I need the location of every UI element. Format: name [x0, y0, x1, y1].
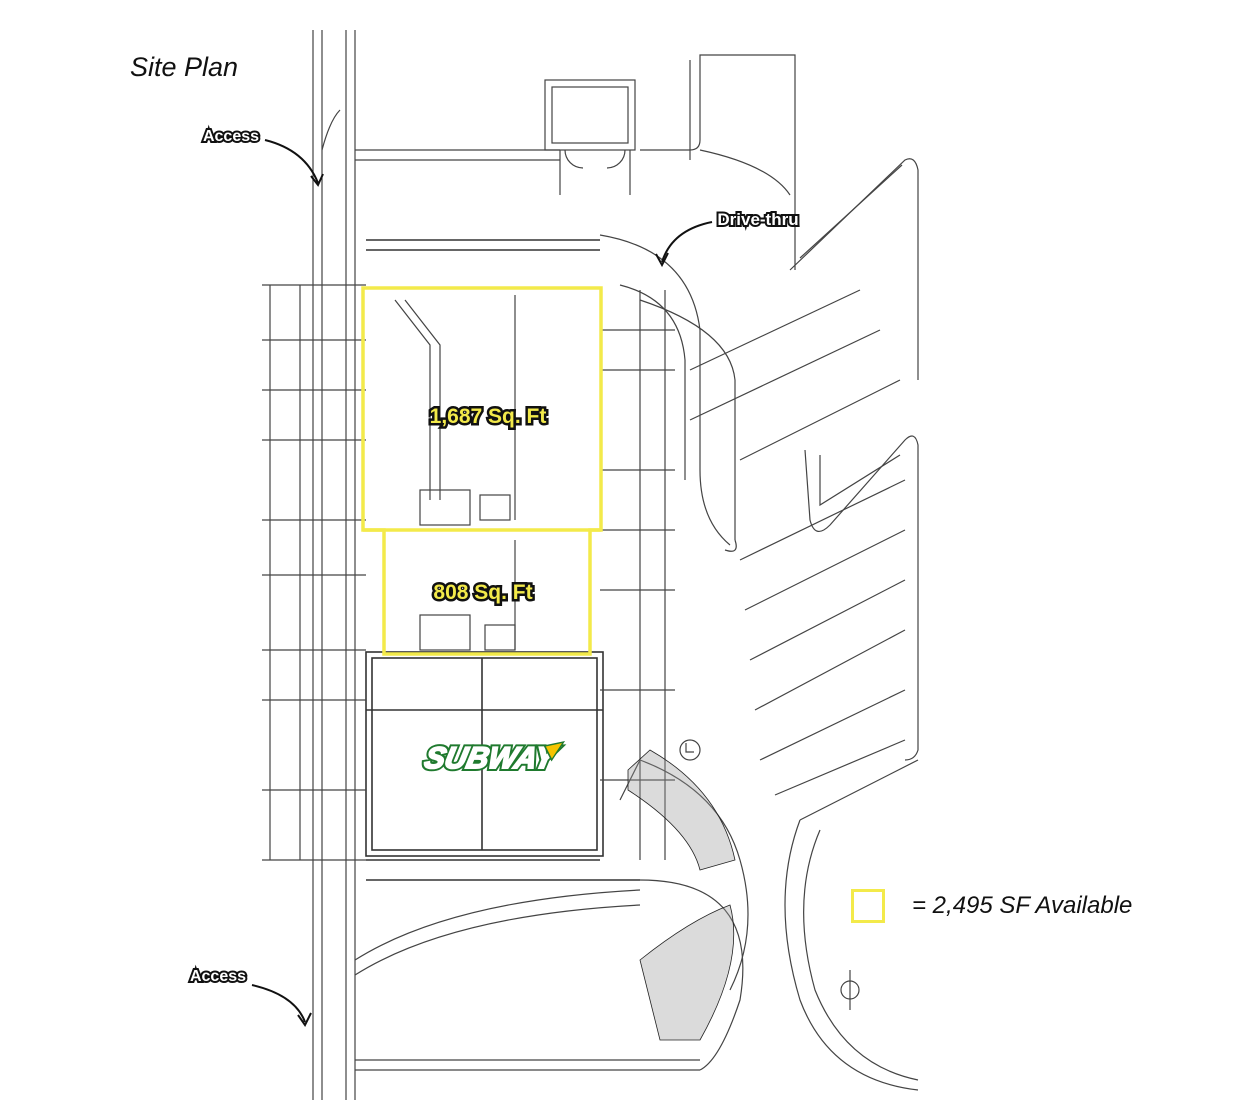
svg-text:1,687 Sq. Ft: 1,687 Sq. Ft — [430, 405, 547, 428]
dimension-lines-right — [600, 290, 675, 860]
svg-text:Access: Access — [190, 968, 246, 985]
trash-enclosure — [544, 79, 636, 195]
svg-text:Drive-thru: Drive-thru — [717, 210, 798, 229]
access-arrow-top-icon — [264, 139, 324, 187]
svg-text:1,687 Sq. Ft: 1,687 Sq. Ft — [430, 405, 547, 428]
bottom-drive — [354, 759, 749, 1071]
svg-text:Access: Access — [190, 968, 246, 985]
access-bottom-label: Access Access — [188, 966, 248, 987]
parking-area — [689, 158, 919, 1091]
svg-text:SUBWAY: SUBWAY — [422, 742, 561, 775]
svg-text:Access: Access — [203, 128, 259, 145]
subway-logo: SUBWAY SUBWAY — [419, 739, 566, 778]
svg-text:Drive-thru: Drive-thru — [717, 210, 798, 229]
legend-swatch — [851, 889, 885, 923]
dimension-lines-left — [262, 284, 366, 861]
page-title: Site Plan — [130, 52, 239, 82]
available-suites-outline — [361, 286, 603, 656]
svg-text:Access: Access — [203, 128, 259, 145]
interior-lines — [394, 295, 516, 651]
access-arrow-bottom-icon — [251, 984, 312, 1027]
svg-text:808 Sq. Ft: 808 Sq. Ft — [433, 581, 532, 604]
suite-small-area-label: 808 Sq. Ft 808 Sq. Ft — [431, 579, 535, 607]
access-top-label: Access Access — [201, 126, 261, 147]
hatched-landscape — [627, 749, 736, 1041]
drive-thru-lane — [599, 234, 737, 552]
drive-thru-arrow-icon — [655, 221, 713, 268]
svg-text:SUBWAY: SUBWAY — [422, 742, 561, 775]
drive-thru-label: Drive-thru Drive-thru — [715, 208, 800, 231]
legend-text: = 2,495 SF Available — [912, 892, 1133, 919]
svg-text:808 Sq. Ft: 808 Sq. Ft — [433, 581, 532, 604]
accessible-parking-icon — [679, 739, 701, 761]
top-driveway — [321, 54, 796, 270]
suite-large-area-label: 1,687 Sq. Ft 1,687 Sq. Ft — [427, 403, 549, 431]
building-outline — [365, 239, 640, 881]
street-left — [312, 30, 356, 1100]
